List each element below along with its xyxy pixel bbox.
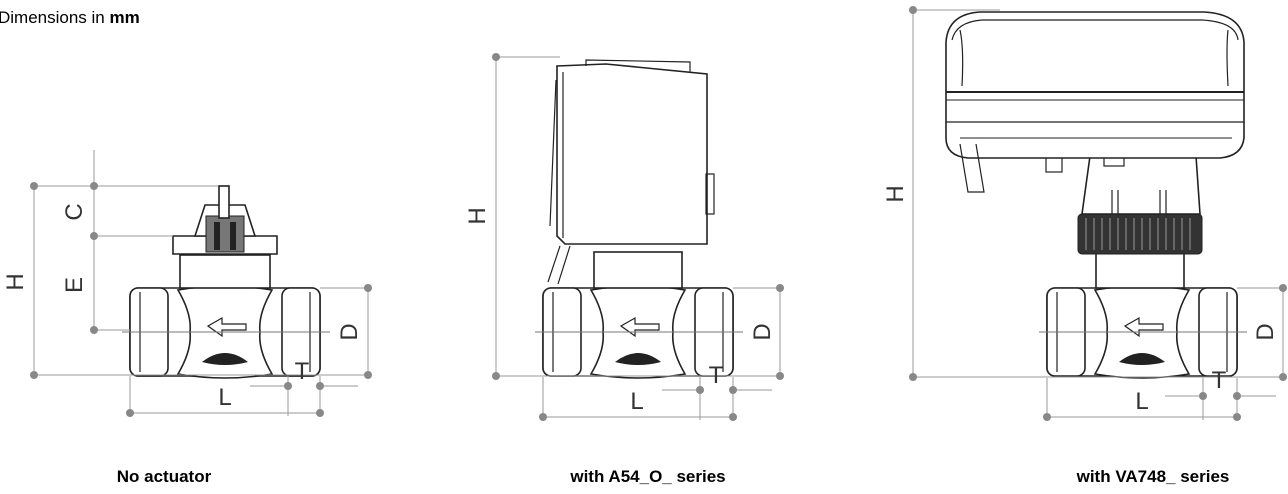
dim-label-t-2: T [709,362,724,389]
valve-with-va748 [945,11,1248,379]
dim-label-t-3: T [1212,367,1227,394]
valve-with-a54 [534,59,744,379]
dim-label-c: C [61,203,88,220]
heading-prefix: Dimensions in [0,8,110,27]
dim-label-d-3: D [1252,323,1279,340]
dim-label-d-2: D [749,323,776,340]
dim-label-l-2: L [630,388,643,415]
dim-label-l-3: L [1135,388,1148,415]
dim-label-t-1: T [295,358,310,385]
dim-label-d-1: D [336,323,363,340]
dimension-lines-2 [492,53,784,421]
dim-label-h-2: H [464,207,491,224]
heading-unit: mm [109,8,140,27]
caption-va748-series: with VA748_ series [1076,467,1230,486]
dimensions-heading: Dimensions in mm [0,8,140,28]
dimension-lines-1 [30,150,372,417]
dimension-lines-3 [909,6,1287,421]
dim-label-h-3: H [882,185,909,202]
caption-no-actuator: No actuator [116,467,212,486]
caption-a54-series: with A54_O_ series [570,467,726,486]
valve-no-actuator [121,185,331,379]
dim-label-e: E [61,277,88,293]
dim-label-h-1: H [2,273,29,290]
dim-label-l-1: L [218,384,231,411]
